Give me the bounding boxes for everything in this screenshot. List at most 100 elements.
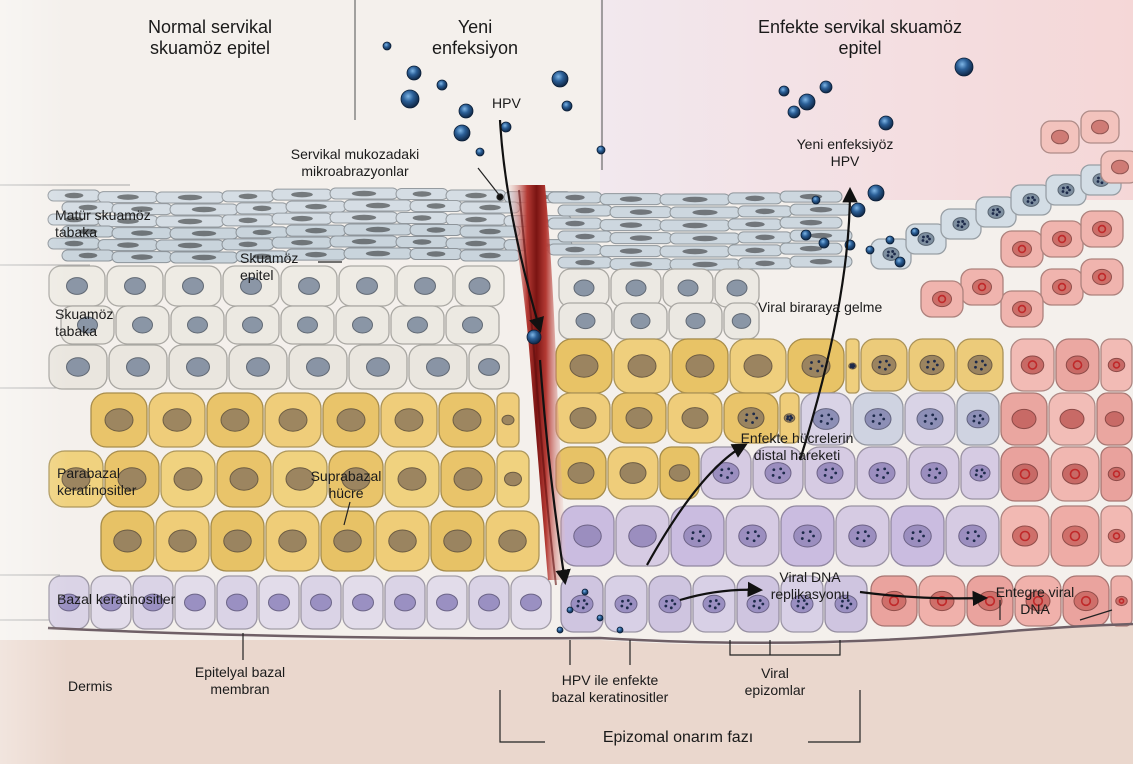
cell (175, 576, 215, 629)
viral-episome (863, 539, 866, 542)
cell-nucleus (444, 530, 472, 552)
cell (1001, 506, 1049, 566)
flat-cell-nucleus (192, 255, 216, 261)
cell-nucleus (353, 594, 374, 611)
cell (397, 266, 453, 306)
cell (921, 281, 963, 317)
flat-cell (780, 243, 842, 254)
viral-episome (928, 468, 931, 471)
viral-episome (708, 605, 711, 608)
hpv-virion (562, 101, 572, 111)
label-suprabasal-line2: hücre (298, 485, 394, 502)
viral-episome (931, 413, 934, 416)
viral-episome (720, 474, 723, 477)
label-basal-keratinocytes: Bazal keratinositler (57, 591, 175, 608)
viral-episome (673, 603, 676, 606)
flat-cell (548, 244, 602, 255)
viral-episome (801, 537, 804, 540)
flat-cell (330, 188, 398, 199)
viral-episome (911, 537, 914, 540)
viral-episome (753, 539, 756, 542)
label-hpv: HPV (492, 95, 521, 112)
cell (669, 303, 722, 339)
flat-cell (660, 194, 730, 205)
hpv-virion (617, 627, 623, 633)
flat-cell (222, 191, 274, 202)
cell (1001, 393, 1047, 445)
label-suprabasal-cell: Suprabazal hücre (298, 468, 394, 502)
cell-nucleus (849, 525, 877, 547)
hpv-virion (779, 86, 789, 96)
cell (605, 576, 647, 632)
viral-episome (820, 414, 823, 417)
viral-episome (998, 211, 1001, 214)
label-parabasal-line1: Parabazal (57, 465, 136, 482)
cell (1081, 111, 1119, 143)
cell (469, 576, 509, 629)
flat-cell (670, 233, 740, 244)
cell-nucleus (311, 594, 332, 611)
viral-episome (772, 468, 775, 471)
flat-cell (344, 224, 412, 235)
cell-nucleus (1053, 231, 1072, 246)
viral-episome (1062, 190, 1065, 193)
viral-episome (758, 606, 761, 609)
cell-nucleus (574, 280, 594, 296)
cell (217, 576, 257, 629)
cell (339, 266, 395, 306)
cell-nucleus (703, 595, 725, 613)
cell (1011, 185, 1051, 215)
cell (861, 339, 907, 391)
flat-cell-nucleus (800, 220, 822, 226)
viral-episome (720, 468, 723, 471)
flat-cell (156, 192, 224, 203)
viral-episome (879, 413, 882, 416)
cell (556, 447, 606, 499)
cell-nucleus (188, 317, 208, 333)
viral-episome (809, 367, 812, 370)
cell-nucleus (463, 317, 483, 333)
viral-episome (963, 223, 966, 226)
viral-episome (834, 472, 837, 475)
cell (556, 393, 610, 443)
cell (446, 306, 499, 344)
viral-episome (802, 606, 805, 609)
cell (431, 511, 484, 571)
cell (1097, 393, 1132, 445)
cell-nucleus (1063, 526, 1088, 546)
viral-episome (886, 472, 889, 475)
label-new-infectious-hpv-line1: Yeni enfeksiyöz (770, 136, 920, 153)
viral-episome (857, 531, 860, 534)
flat-cell-nucleus (291, 192, 313, 198)
viral-episome (812, 535, 815, 538)
cell-nucleus (221, 409, 249, 431)
viral-episome (816, 369, 819, 372)
flat-cell-nucleus (575, 208, 594, 214)
viral-episome (891, 255, 894, 258)
flat-cell-nucleus (755, 261, 774, 267)
viral-episome (934, 418, 937, 421)
cell (919, 576, 965, 626)
cell-nucleus (988, 206, 1004, 219)
cell-nucleus (163, 409, 191, 431)
cell (726, 506, 779, 566)
flat-cell-nucleus (682, 223, 707, 229)
viral-episome (957, 224, 960, 227)
cell-nucleus (427, 358, 450, 376)
header-infected-line2: epitel (700, 38, 1020, 59)
flat-cell-nucleus (178, 195, 202, 201)
viral-episome (884, 368, 887, 371)
cell (101, 511, 154, 571)
viral-episome (824, 474, 827, 477)
hpv-virion (788, 106, 800, 118)
viral-episome (938, 472, 941, 475)
cell-nucleus (669, 465, 690, 481)
cell (724, 303, 759, 339)
hpv-virion (501, 122, 511, 132)
flat-cell (738, 206, 792, 217)
cell-nucleus (1023, 194, 1039, 207)
label-epithelial-basal-membrane: Epitelyal bazal membran (170, 664, 310, 698)
flat-cell-nucleus (239, 194, 258, 200)
cell-nucleus (682, 408, 708, 429)
viral-episome (924, 414, 927, 417)
